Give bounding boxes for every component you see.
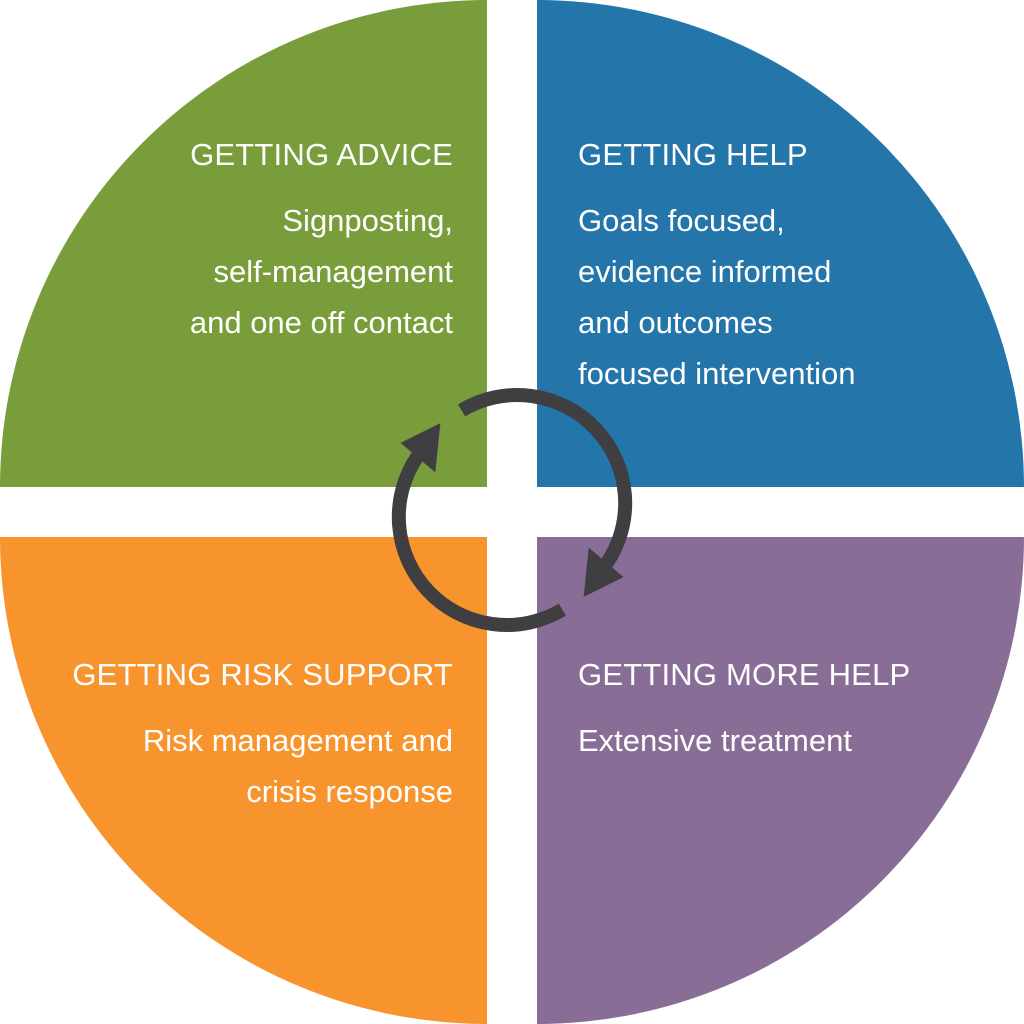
quadrant-advice-segment bbox=[0, 0, 487, 487]
quadrant-help-segment bbox=[537, 0, 1024, 487]
quadrant-advice-line: self-management bbox=[213, 254, 453, 289]
cycle-arrow-lower-arc bbox=[391, 451, 566, 632]
quadrant-advice-title: GETTING ADVICE bbox=[190, 137, 453, 172]
quadrant-more-help-description: Extensive treatment bbox=[578, 715, 910, 766]
quadrant-more-help-segment bbox=[537, 537, 1024, 1024]
quadrant-help-title: GETTING HELP bbox=[578, 137, 808, 172]
quadrant-risk-title: GETTING RISK SUPPORT bbox=[72, 657, 453, 692]
quadrant-help: GETTING HELP Goals focused, evidence inf… bbox=[578, 135, 855, 399]
quadrant-advice: GETTING ADVICE Signposting, self-managem… bbox=[190, 135, 453, 348]
quadrant-help-line: Goals focused, bbox=[578, 203, 785, 238]
cycle-arrow-upper-arc bbox=[458, 388, 633, 569]
quadrant-advice-line: and one off contact bbox=[189, 305, 453, 340]
quadrant-advice-line: Signposting, bbox=[282, 203, 453, 238]
quadrant-risk: GETTING RISK SUPPORT Risk management and… bbox=[72, 655, 453, 817]
quadrant-risk-description: Risk management and crisis response bbox=[72, 715, 453, 817]
quadrant-risk-line: crisis response bbox=[246, 774, 453, 809]
quadrant-advice-description: Signposting, self-management and one off… bbox=[190, 195, 453, 348]
quadrant-help-line: evidence informed bbox=[578, 254, 832, 289]
quadrant-risk-line: Risk management and bbox=[142, 723, 453, 758]
quadrant-help-description: Goals focused, evidence informed and out… bbox=[578, 195, 855, 399]
cycle-arrowhead-left bbox=[400, 423, 441, 473]
cycle-arrows-icon bbox=[391, 388, 633, 632]
cycle-arrowhead-right bbox=[583, 547, 624, 597]
quadrant-more-help: GETTING MORE HELP Extensive treatment bbox=[578, 655, 910, 766]
quadrant-more-help-title: GETTING MORE HELP bbox=[578, 657, 911, 692]
quadrant-help-line: and outcomes bbox=[578, 305, 773, 340]
quadrant-help-line: focused intervention bbox=[578, 356, 856, 391]
quadrant-risk-segment bbox=[0, 537, 487, 1024]
quadrant-more-help-line: Extensive treatment bbox=[578, 723, 852, 758]
